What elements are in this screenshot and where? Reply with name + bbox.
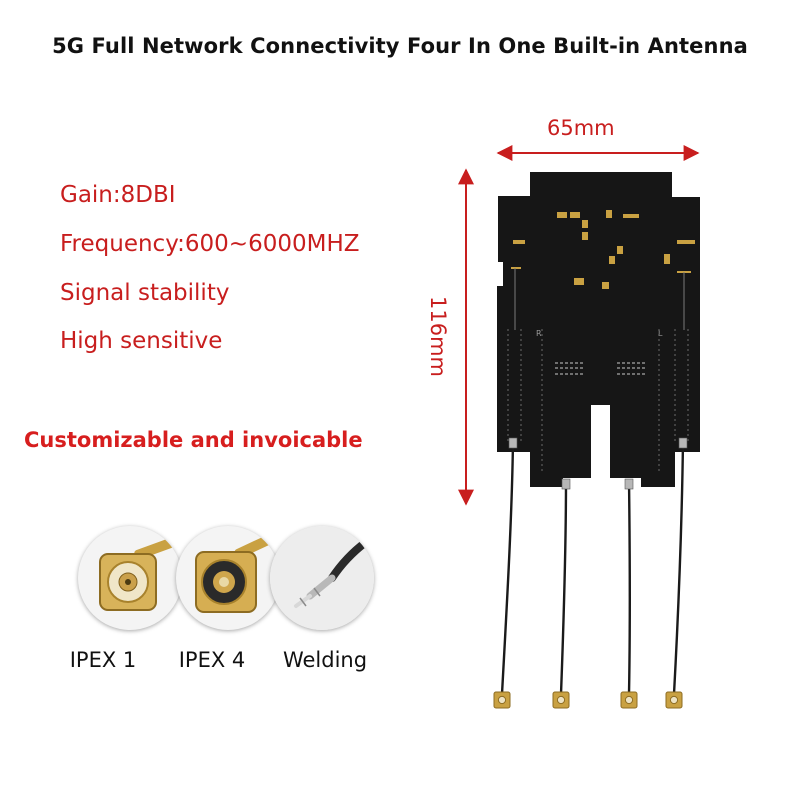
antenna-cables bbox=[500, 439, 685, 695]
cable-solder-points bbox=[508, 437, 688, 490]
welding-wire-icon bbox=[270, 526, 374, 630]
connector-label-welding: Welding bbox=[282, 648, 368, 672]
connector-label-ipex1: IPEX 1 bbox=[69, 648, 137, 672]
width-dimension-label: 65mm bbox=[547, 116, 615, 140]
ipex4-connector-icon bbox=[176, 526, 280, 630]
pcb-board bbox=[497, 172, 700, 487]
pcb-dash-traces bbox=[555, 362, 647, 375]
customizable-note: Customizable and invoicable bbox=[24, 428, 363, 452]
pcb-mark-r: R bbox=[536, 329, 542, 338]
ipex1-connector-icon bbox=[78, 526, 182, 630]
spec-frequency: Frequency:600~6000MHZ bbox=[60, 231, 360, 257]
ipex-connector-ends bbox=[493, 691, 683, 709]
pcb-via-columns bbox=[507, 329, 689, 471]
pcb-slot bbox=[591, 405, 610, 478]
spec-gain: Gain:8DBI bbox=[60, 182, 176, 208]
spec-sensitive: High sensitive bbox=[60, 328, 223, 354]
page-title: 5G Full Network Connectivity Four In One… bbox=[52, 34, 748, 58]
connector-label-ipex4: IPEX 4 bbox=[178, 648, 246, 672]
pcb-mark-l: L bbox=[658, 329, 663, 338]
spec-stability: Signal stability bbox=[60, 280, 230, 306]
